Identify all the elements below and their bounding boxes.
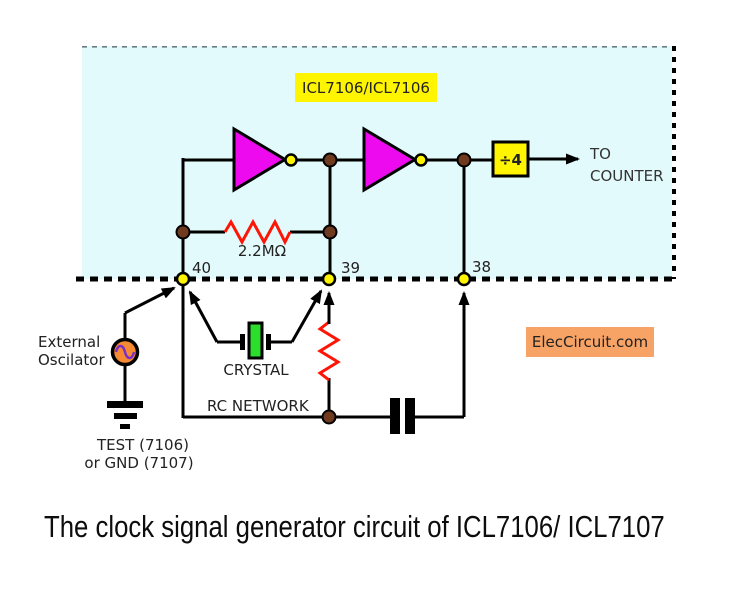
crystal-plate-right [266,334,271,350]
rc-network-label: RC NETWORK [207,397,310,415]
inverter-1-triangle [232,126,288,193]
badge-box [526,327,654,357]
circuit-diagram: ICL7106/ICL7106 2.2MΩ ÷4 TO COUNTER 40 3… [38,45,676,472]
to-counter-line1: TO [589,145,611,163]
caption-text: The clock signal generator circuit of IC… [44,509,665,544]
ground-label-line2: or GND (7107) [84,454,193,472]
crystal-plate-left [240,334,245,350]
junction-dot [321,409,337,425]
crystal-icon [247,321,264,360]
ground-icon-bar2 [114,413,137,419]
inverter-2-output-node [414,153,428,167]
rc-resistor-zigzag [317,320,341,382]
junction-dot [322,224,338,240]
junction-dot [322,152,338,168]
divider-label: ÷4 [499,151,522,169]
ground-icon-bar3 [120,424,130,429]
ic-label-box [295,73,437,102]
crystal-label: CRYSTAL [223,361,289,379]
junction-dot [456,152,472,168]
ic-label-text: ICL7106/ICL7106 [302,79,430,97]
pin-39-label: 39 [341,259,360,277]
inverter-2-triangle [362,126,418,193]
crystal-right-arrow [290,289,323,343]
to-counter-line2: COUNTER [590,167,664,185]
sine-wave-icon [114,344,136,360]
pin-39-node [321,271,337,287]
pin-38-label: 38 [472,258,491,276]
external-oscillator-label-line1: External [38,333,100,351]
external-oscillator-label-line2: Oscilator [38,351,105,369]
ground-icon-bar1 [107,401,143,408]
ground-label-line1: TEST (7106) [96,436,189,454]
pin-40-node [175,271,191,287]
capacitor-plate-right [405,398,415,434]
oscillator-arrow [124,286,176,315]
pin-40-label: 40 [192,259,211,277]
crystal-left-arrow [188,290,219,343]
feedback-resistor-label: 2.2MΩ [238,242,286,260]
feedback-resistor-zigzag [223,218,292,246]
junction-dot [175,224,191,240]
pin-38-node [456,271,472,287]
badge-text: ElecCircuit.com [532,333,648,351]
capacitor-plate-left [390,398,400,434]
inverter-1-output-node [284,153,298,167]
